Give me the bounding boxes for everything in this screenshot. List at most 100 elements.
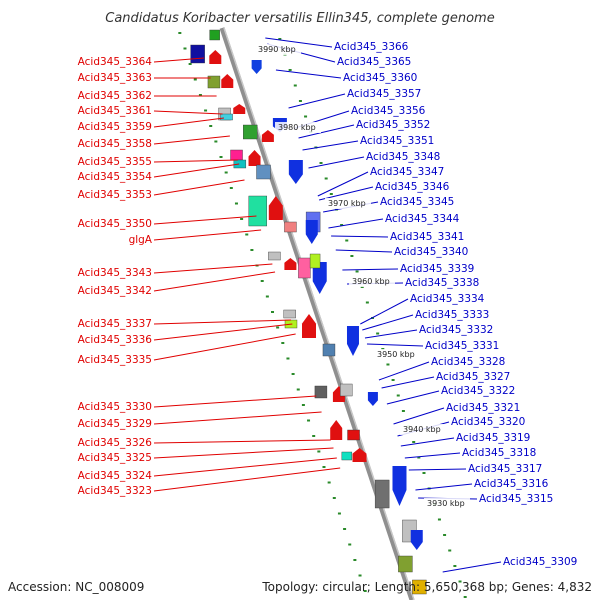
gene-label-left: Acid345_3343	[78, 267, 152, 279]
leader-layer	[153, 37, 502, 573]
gene-label-left: Acid345_3330	[78, 401, 152, 413]
gene-arrow-down	[367, 392, 378, 406]
gene-label-right: Acid345_3321	[446, 402, 520, 414]
leader-line-left	[153, 229, 262, 241]
tick-mark	[229, 187, 233, 189]
gene-label-left: Acid345_3364	[78, 56, 153, 68]
leader-line-left	[153, 117, 224, 128]
gene-label-left: Acid345_3354	[78, 171, 153, 183]
gene-arrow-up	[302, 314, 316, 338]
tick-mark	[376, 332, 380, 335]
tick-mark	[276, 326, 280, 329]
leader-line-right	[308, 156, 365, 169]
tick-mark	[298, 100, 302, 102]
map-title: Candidatus Koribacter versatilis Ellin34…	[105, 11, 494, 26]
kbp-label-bg	[374, 349, 420, 360]
leader-line-right	[442, 561, 502, 573]
leader-line-left	[153, 215, 257, 225]
gene-label-left: Acid345_3326	[78, 437, 153, 449]
gene-label-right: Acid345_3348	[366, 151, 440, 163]
gene-feature	[268, 251, 281, 261]
tick-mark	[304, 115, 308, 118]
gene-label-right: Acid345_3318	[462, 447, 536, 459]
tick-mark	[219, 156, 223, 158]
gene-label-right: Acid345_3322	[441, 385, 515, 397]
leader-line-right	[298, 124, 355, 139]
leader-line-right	[404, 452, 461, 459]
gene-arrow-up	[261, 130, 274, 142]
leader-line-left	[153, 319, 292, 325]
tick-mark	[412, 441, 416, 443]
leader-line-left	[153, 467, 341, 492]
gene-feature	[309, 253, 321, 269]
gene-feature	[220, 113, 233, 121]
tick-mark	[348, 543, 352, 546]
gene-label-left: Acid345_3350	[78, 218, 152, 230]
leader-line-left	[153, 457, 337, 477]
gene-label-right: Acid345_3338	[405, 277, 479, 289]
tick-mark	[396, 394, 400, 397]
leader-line-left	[153, 110, 223, 115]
tick-mark	[443, 534, 447, 536]
kbp-label-bg	[275, 122, 321, 133]
gene-label-right: Acid345_3351	[360, 135, 434, 147]
gene-label-right: Acid345_3352	[356, 119, 430, 131]
kbp-label: 3930 kbp	[427, 499, 465, 508]
gene-label-left: Acid345_3324	[78, 470, 153, 482]
gene-label-right: Acid345_3331	[425, 340, 499, 352]
tick-mark	[281, 342, 285, 344]
tick-mark	[324, 177, 328, 180]
gene-feature	[243, 124, 258, 140]
leader-line-left	[153, 439, 331, 444]
gene-label-left: Acid345_3358	[78, 138, 152, 150]
gene-feature	[412, 579, 427, 595]
gene-arrow-up	[233, 104, 246, 114]
tick-mark	[363, 590, 367, 592]
gene-label-right: Acid345_3315	[479, 493, 553, 505]
tick-mark	[322, 466, 326, 468]
tick-mark	[214, 140, 218, 143]
gene-label-left: Acid345_3337	[78, 318, 152, 330]
tick-mark	[343, 528, 347, 530]
gene-feature	[284, 221, 297, 233]
tick-mark	[286, 357, 290, 360]
leader-line-right	[362, 314, 414, 331]
gene-feature	[209, 29, 220, 41]
gene-feature	[322, 343, 336, 357]
leader-line-right	[288, 93, 346, 109]
tick-mark	[358, 574, 362, 577]
gene-arrow-up	[268, 196, 283, 220]
leader-line-left	[153, 159, 238, 163]
tick-mark	[265, 295, 269, 298]
gene-arrow-down	[312, 262, 327, 294]
gene-label-right: Acid345_3317	[468, 463, 542, 475]
leader-line-right	[386, 390, 440, 405]
tick-mark	[448, 549, 452, 552]
tick-mark	[193, 78, 197, 81]
tick-mark	[198, 94, 202, 96]
gene-feature	[230, 149, 243, 161]
gene-label-right: Acid345_3316	[474, 478, 549, 490]
tick-mark	[209, 125, 213, 127]
leader-line-right	[302, 140, 359, 151]
gene-label-right: Acid345_3357	[347, 88, 421, 100]
tick-mark	[345, 239, 349, 242]
gene-label-right: Acid345_3309	[503, 556, 577, 568]
tick-mark	[337, 512, 341, 515]
tick-mark	[204, 109, 208, 112]
tick-mark	[312, 435, 316, 437]
gene-feature	[398, 555, 413, 573]
tick-mark	[329, 193, 333, 195]
tick-mark	[245, 233, 249, 236]
topology-text: Topology: circular; Length: 5,650,368 bp…	[262, 580, 592, 594]
leader-line-right	[328, 218, 384, 229]
leader-line-right	[415, 483, 473, 491]
gene-label-left: Acid345_3362	[78, 90, 152, 102]
tick-mark	[234, 202, 238, 205]
leader-line-right	[381, 376, 435, 389]
kbp-label-bg	[424, 498, 470, 509]
tick-mark	[317, 450, 321, 453]
gene-feature	[374, 479, 390, 509]
gene-feature	[256, 164, 271, 180]
